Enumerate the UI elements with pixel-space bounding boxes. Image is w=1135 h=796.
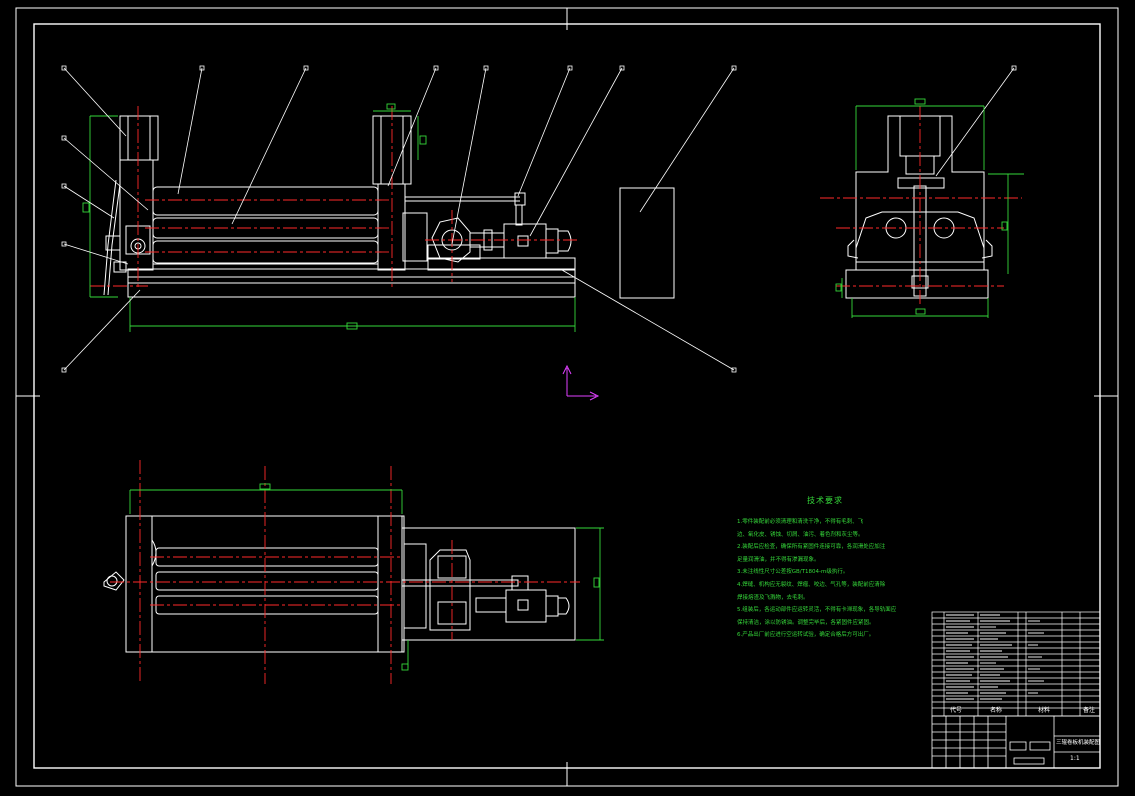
requirement-line: 足量润滑油，并不得有渗漏现象。 [737,556,820,563]
side-view [845,115,993,299]
side-view-dimensions [835,98,1024,318]
requirement-line: 保持清洁，涂以防锈油。调整完毕后，各紧固件应紧固。 [737,619,875,626]
requirement-line: 边、氧化皮、锈蚀、切屑、油污、着色剂和灰尘等。 [737,531,864,538]
parts-header-material: 材料 [1038,707,1051,714]
parts-header-remark: 备注 [1083,707,1096,714]
requirement-line: 1.零件装配前必须清理和清洗干净，不得有毛刺、飞 [737,519,864,525]
top-view [103,515,576,653]
drawing-border [15,7,1119,787]
technical-requirements: 技术要求 1.零件装配前必须清理和清洗干净，不得有毛刺、飞 边、氧化皮、锈蚀、切… [737,495,907,642]
requirement-line: 5.组装后，各运动部件应运转灵活，不得有卡滞现象，各导轨面应 [737,607,897,614]
requirement-line: 6.产品出厂前应进行空运转试验，确定合格后方可出厂。 [737,632,875,639]
drawing-scale: 1:1 [1070,755,1080,762]
requirement-line: 焊接熔渣及飞溅物，去毛刺。 [737,594,809,601]
front-view-centerlines [90,106,578,290]
requirement-line: 4.焊缝、机构应无裂纹、焊瘤、咬边、气孔等，装配前应清除 [737,581,886,588]
parts-list-table [931,611,1101,717]
drawing-title: 三辊卷板机装配图 [1056,740,1101,746]
top-view-centerlines [110,460,580,684]
parts-header-code: 代号 [950,707,963,714]
front-view-leader-lines [63,67,1015,371]
technical-requirements-title: 技术要求 [807,496,843,505]
front-view [103,115,576,298]
ucs-axis-icon [562,364,600,401]
side-view-centerlines [820,106,1022,304]
top-view-dimensions [129,483,604,671]
parts-header-name: 名称 [990,707,1003,714]
title-block [931,715,1101,769]
control-cabinet [619,187,675,299]
parts-list-entries [946,614,1044,700]
requirement-line: 2.装配后应检查，确保所有紧固件连接可靠，各润滑处应加注 [737,544,886,551]
requirement-line: 3.未注线性尺寸公差按GB/T1804-m级执行。 [737,569,849,576]
balloon-markers [61,65,1017,373]
front-view-dimensions [82,103,576,332]
